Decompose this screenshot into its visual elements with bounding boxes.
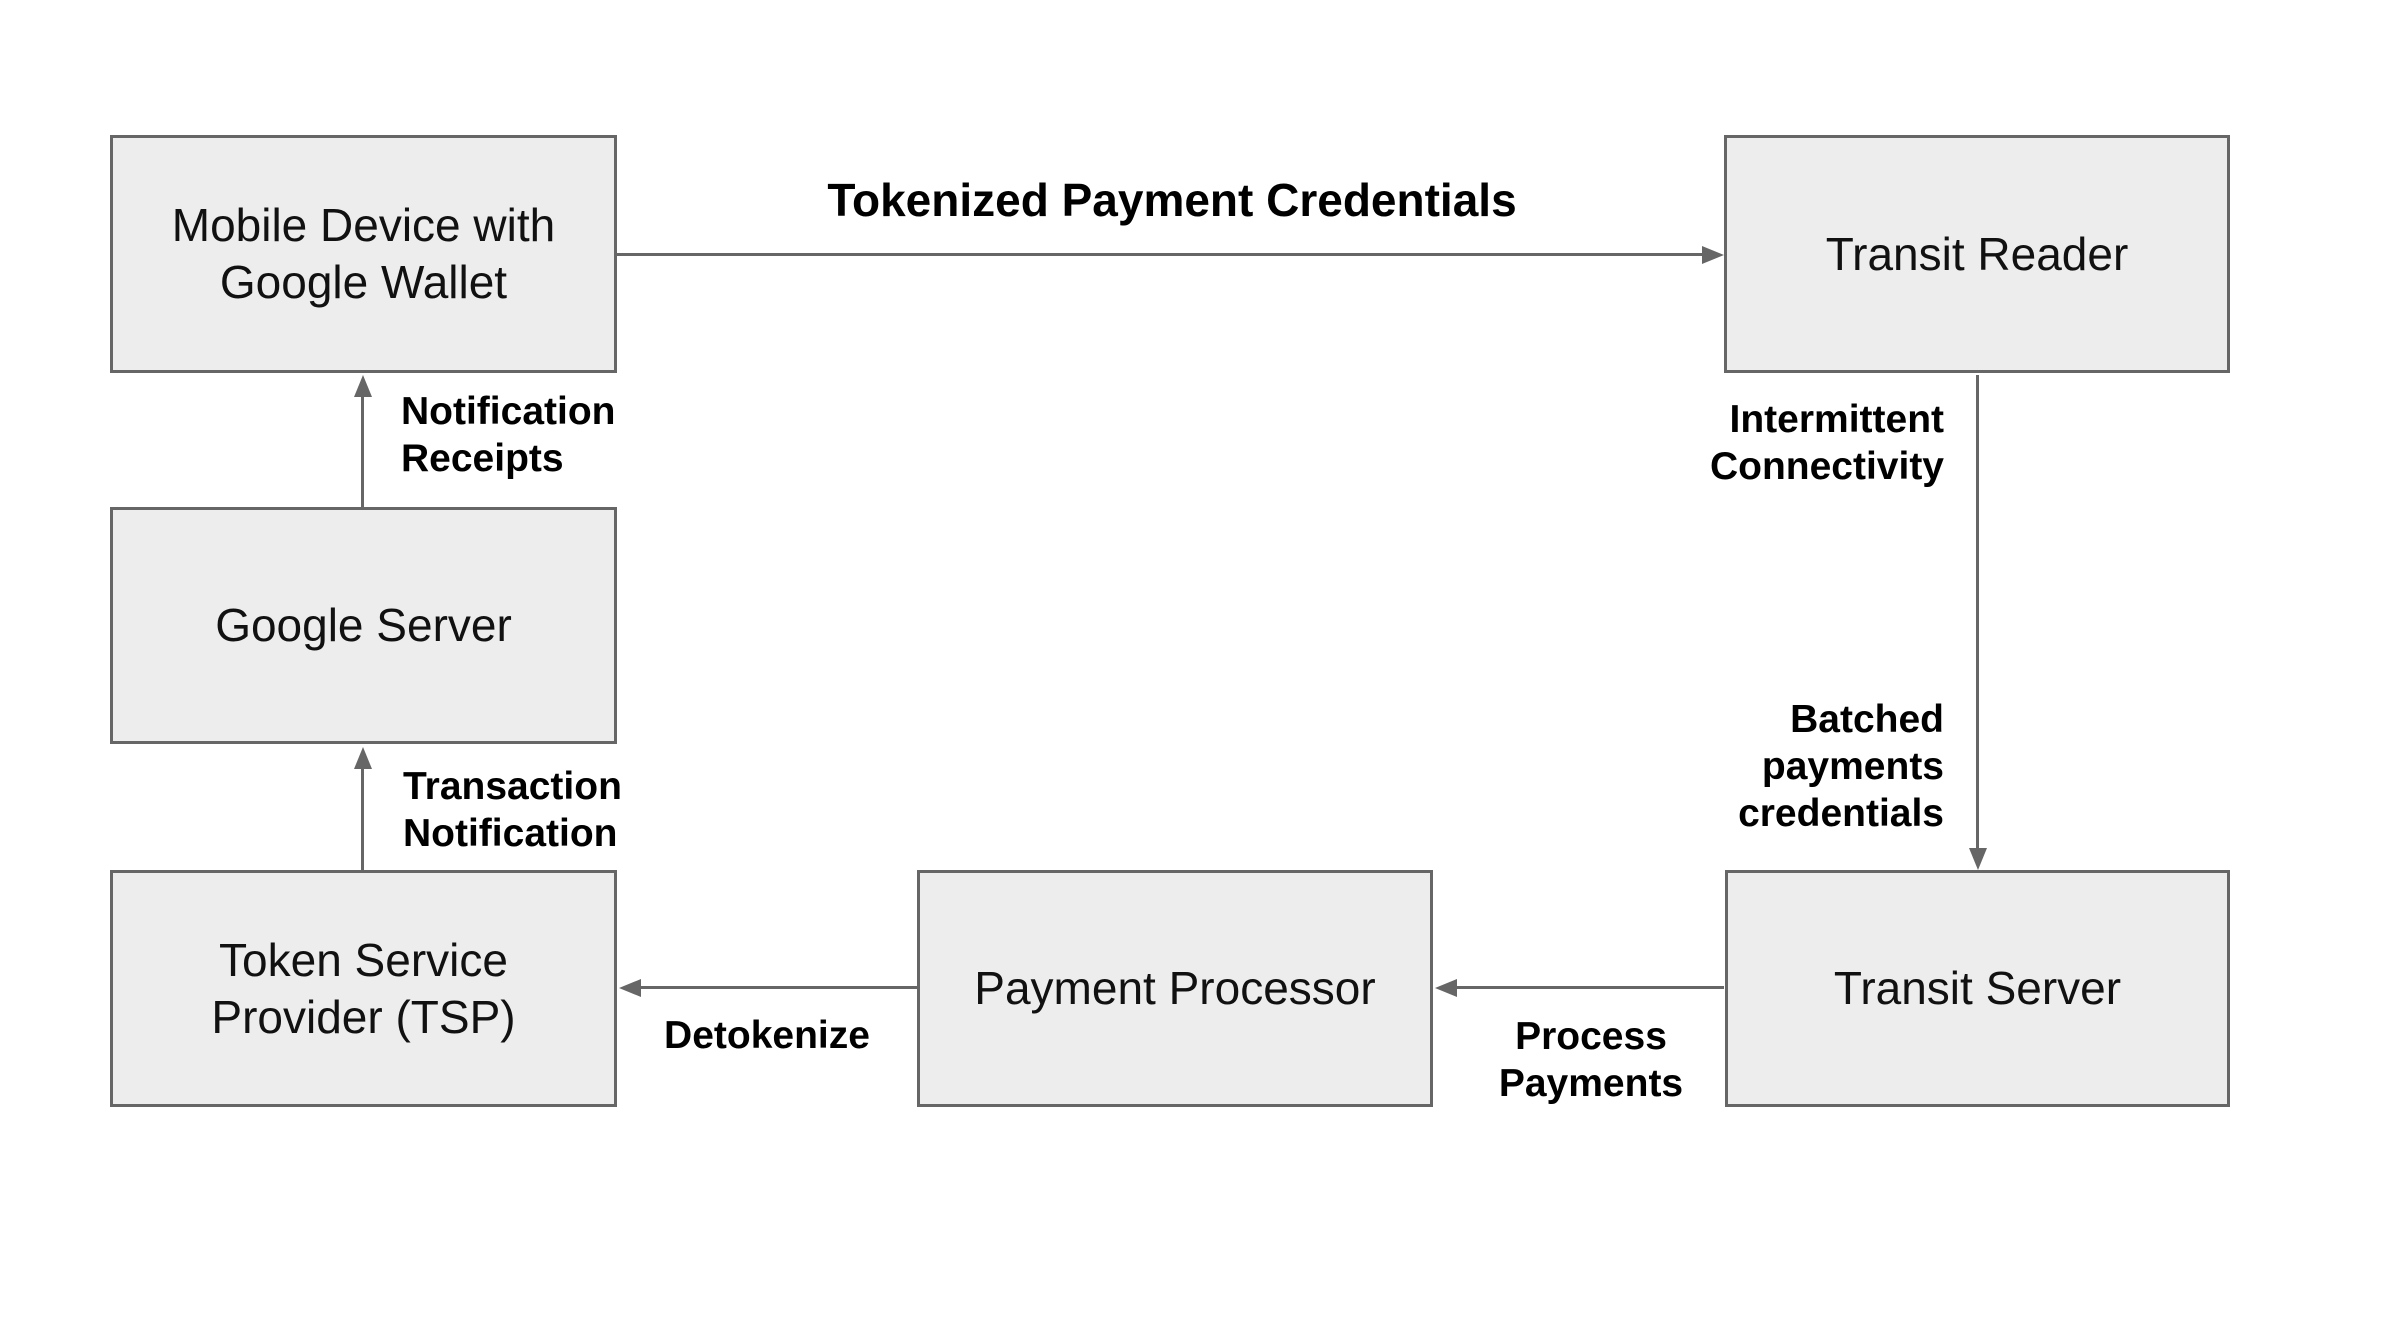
node-label: Mobile Device with Google Wallet [171, 199, 556, 308]
arrowhead-down-icon [1969, 848, 1987, 870]
node-transit-reader: Transit Reader [1724, 135, 2230, 373]
edge-detokenize-line [641, 986, 917, 989]
edge-label-detokenize: Detokenize [664, 1014, 870, 1057]
node-token-service-provider: Token Service Provider (TSP) [110, 870, 617, 1107]
arrowhead-right-icon [1702, 246, 1724, 264]
node-label: Google Server [215, 599, 512, 651]
edge-notification-receipts-line [361, 395, 364, 507]
node-label: Transit Reader [1825, 227, 2129, 280]
edge-tokenized-payment-credentials-line [617, 253, 1704, 256]
node-label: Transit Server [1833, 962, 2122, 1014]
edge-process-payments-line [1457, 986, 1724, 989]
edge-label-notification-receipts: Notification Receipts [401, 390, 616, 480]
arrowhead-left-icon [1435, 979, 1457, 997]
arrowhead-left-icon [619, 979, 641, 997]
edge-label-batched-payments-credentials: Batched payments credentials [1738, 698, 1944, 835]
arrowhead-up-icon [354, 375, 372, 397]
node-transit-server: Transit Server [1725, 870, 2230, 1107]
node-mobile-device-google-wallet: Mobile Device with Google Wallet [110, 135, 617, 373]
edge-label-intermittent-connectivity: Intermittent Connectivity [1709, 398, 1944, 488]
node-google-server: Google Server [110, 507, 617, 744]
edge-label-process-payments: Process Payments [1498, 1015, 1684, 1105]
node-label: Payment Processor [974, 962, 1376, 1014]
edge-transaction-notification-line [361, 767, 364, 870]
edge-label-transaction-notification: Transaction Notification [403, 765, 622, 855]
node-label: Token Service Provider (TSP) [211, 933, 516, 1043]
node-payment-processor: Payment Processor [917, 870, 1433, 1107]
edge-batched-payments-line [1976, 375, 1979, 848]
edge-label-tokenized-payment-credentials: Tokenized Payment Credentials [827, 174, 1517, 226]
arrowhead-up-icon [354, 747, 372, 769]
